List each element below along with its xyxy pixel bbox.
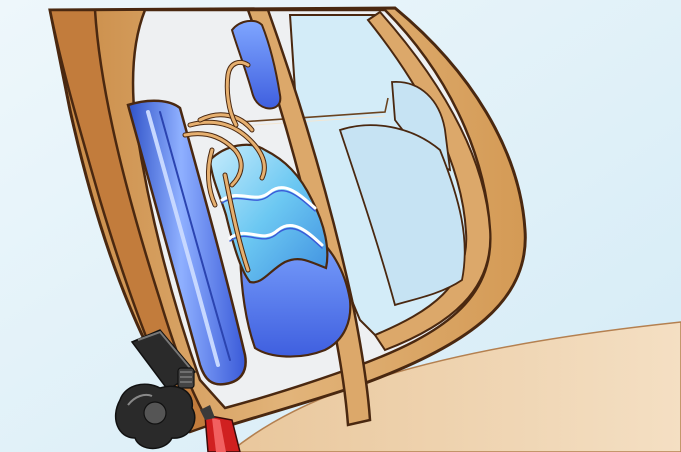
seat-backrest-illustration: [0, 0, 681, 452]
